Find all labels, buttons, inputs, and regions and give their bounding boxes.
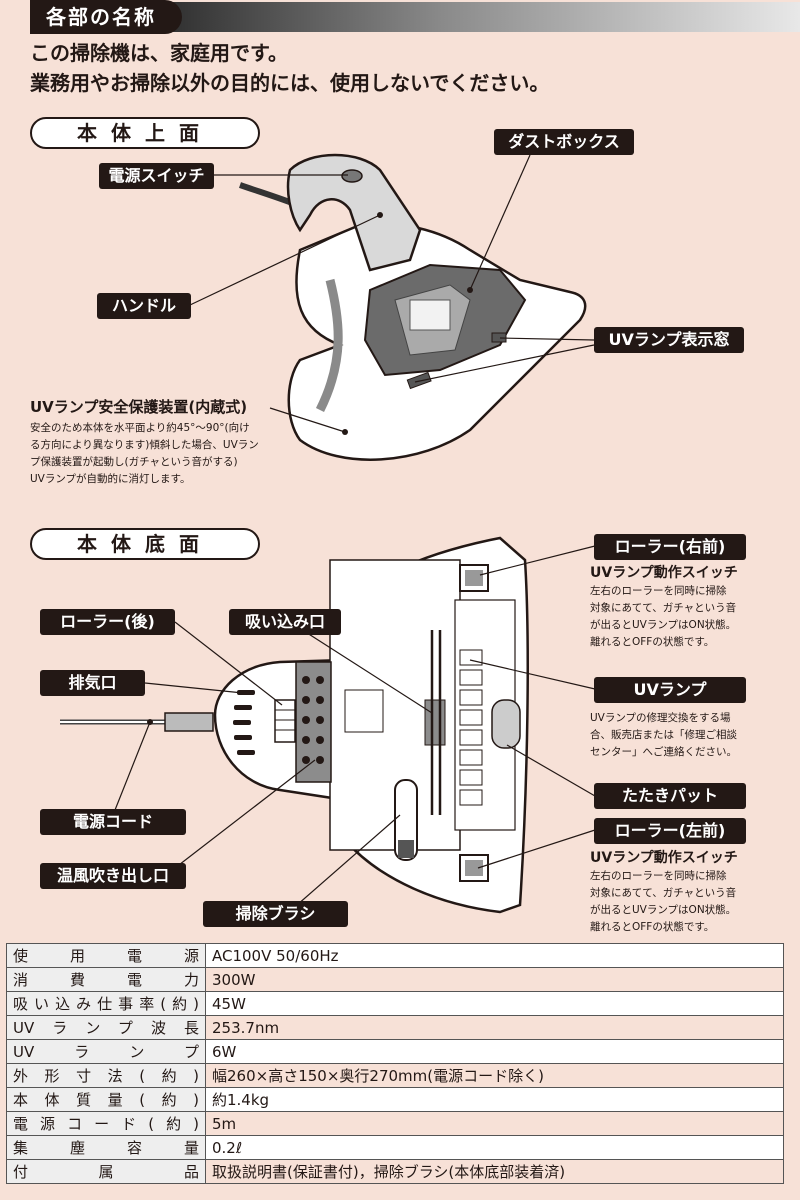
spec-row: 電源コード(約)5m bbox=[6, 1111, 784, 1136]
section-title-bottom: 本体底面 bbox=[30, 528, 260, 560]
spec-label: 本体質量(約) bbox=[6, 1087, 206, 1112]
spec-label: 吸い込み仕事率(約) bbox=[6, 991, 206, 1016]
label-warm-air-outlet: 温風吹き出し口 bbox=[40, 863, 186, 889]
uv-switch-description-left: 左右のローラーを同時に掃除 対象にあてて、ガチャという音 が出るとUVランプはO… bbox=[590, 870, 737, 933]
spec-label: 消費電力 bbox=[6, 967, 206, 992]
spec-value: 0.2ℓ bbox=[205, 1135, 784, 1160]
label-cleaning-brush: 掃除ブラシ bbox=[203, 901, 348, 927]
spec-row: 外形寸法(約)幅260×高さ150×奥行270mm(電源コード除く) bbox=[6, 1063, 784, 1088]
label-uv-window: UVランプ表示窓 bbox=[594, 327, 744, 353]
spec-value: AC100V 50/60Hz bbox=[205, 943, 784, 968]
spec-label: 付属品 bbox=[6, 1159, 206, 1184]
label-dust-box: ダストボックス bbox=[494, 129, 634, 155]
spec-label: UVランプ bbox=[6, 1039, 206, 1064]
section-title-top: 本体上面 bbox=[30, 117, 260, 149]
spec-value: 約1.4kg bbox=[205, 1087, 784, 1112]
label-uv-lamp: UVランプ bbox=[594, 677, 746, 703]
safety-description: 安全のため本体を水平面より約45°～90°(向け る方向により異なります)傾斜し… bbox=[30, 422, 259, 485]
label-power-cord: 電源コード bbox=[40, 809, 186, 835]
spec-label: 外形寸法(約) bbox=[6, 1063, 206, 1088]
uv-switch-description-right: 左右のローラーを同時に掃除 対象にあてて、ガチャという音 が出るとUVランプはO… bbox=[590, 585, 737, 648]
safety-title: UVランプ安全保護装置(内蔵式) bbox=[30, 398, 248, 416]
label-exhaust: 排気口 bbox=[40, 670, 145, 696]
spec-value: 6W bbox=[205, 1039, 784, 1064]
spec-value: 253.7nm bbox=[205, 1015, 784, 1040]
label-tap-pad: たたきパット bbox=[594, 783, 746, 809]
spec-value: 取扱説明書(保証書付)，掃除ブラシ(本体底部装着済) bbox=[205, 1159, 784, 1184]
label-handle: ハンドル bbox=[97, 293, 191, 319]
spec-label: UVランプ波長 bbox=[6, 1015, 206, 1040]
label-roller-front-left: ローラー(左前) bbox=[594, 818, 746, 844]
header-gradient-bar bbox=[150, 2, 800, 32]
page-title: 各部の名称 bbox=[30, 0, 182, 34]
spec-row: 吸い込み仕事率(約)45W bbox=[6, 991, 784, 1016]
spec-label: 使用電源 bbox=[6, 943, 206, 968]
intro-line-2: 業務用やお掃除以外の目的には、使用しないでください。 bbox=[30, 71, 550, 95]
spec-value: 45W bbox=[205, 991, 784, 1016]
label-roller-front-right: ローラー(右前) bbox=[594, 534, 746, 560]
label-roller-rear: ローラー(後) bbox=[40, 609, 175, 635]
spec-label: 電源コード(約) bbox=[6, 1111, 206, 1136]
uv-switch-title-right: UVランプ動作スイッチ bbox=[590, 565, 738, 581]
spec-label: 集塵容量 bbox=[6, 1135, 206, 1160]
spec-value: 300W bbox=[205, 967, 784, 992]
spec-value: 幅260×高さ150×奥行270mm(電源コード除く) bbox=[205, 1063, 784, 1088]
spec-value: 5m bbox=[205, 1111, 784, 1136]
spec-row: 付属品取扱説明書(保証書付)，掃除ブラシ(本体底部装着済) bbox=[6, 1159, 784, 1184]
spec-row: 本体質量(約)約1.4kg bbox=[6, 1087, 784, 1112]
label-power-switch: 電源スイッチ bbox=[99, 163, 214, 189]
label-intake: 吸い込み口 bbox=[229, 609, 341, 635]
uv-switch-title-left: UVランプ動作スイッチ bbox=[590, 850, 738, 866]
intro-line-1: この掃除機は、家庭用です。 bbox=[30, 41, 288, 65]
uv-lamp-description: UVランプの修理交換をする場 合、販売店または「修理ご相談 センター」へご連絡く… bbox=[590, 712, 737, 758]
